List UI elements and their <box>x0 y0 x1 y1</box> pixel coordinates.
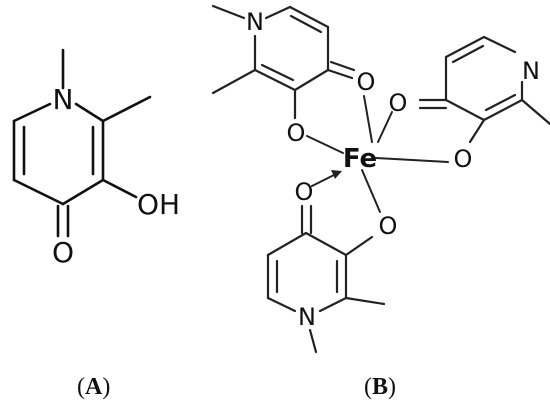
label-letter: A <box>85 374 103 400</box>
bond-c4-o <box>326 68 354 80</box>
panel-b-structure: N O O N O O <box>211 4 550 354</box>
bond-n-methyl <box>308 328 318 354</box>
atom-n1: N <box>53 83 74 116</box>
atom-o-phenolate: O <box>379 212 398 240</box>
atom-o-phenolate: O <box>454 145 473 173</box>
label-letter: B <box>372 374 389 400</box>
bond-c2-methyl <box>520 98 550 126</box>
ligand-right: N O O <box>389 35 550 173</box>
bond-c3-c4 <box>61 178 105 206</box>
coord-bond-o-phen-right <box>375 157 449 163</box>
bond-c3-c2-double <box>484 93 517 112</box>
bond-c3-c2-double <box>260 63 295 82</box>
coord-bond-o-keto-left <box>363 95 373 143</box>
panel-a-structure: N OH O <box>12 48 180 269</box>
bond-c2-methyl <box>211 68 257 95</box>
ligand-bottom: O O N <box>266 178 398 354</box>
atom-fe: Fe <box>343 144 377 174</box>
ligand-top-left: N O O <box>211 4 376 147</box>
coord-bond-o-phen-bottom <box>361 169 381 213</box>
atom-n: N <box>522 57 540 85</box>
bond-c6-c5-double <box>451 44 485 64</box>
panel-label-a: (A) <box>77 374 110 401</box>
bond-n-c2 <box>318 296 348 313</box>
label-open: ( <box>77 374 85 400</box>
atom-oh: OH <box>137 188 180 221</box>
atom-o-keto: O <box>52 236 74 269</box>
bond-n-c6 <box>264 5 292 20</box>
bond-c3-o <box>468 118 486 144</box>
label-open: ( <box>364 374 372 400</box>
bond-c6-n <box>266 296 297 313</box>
bond-c2-methyl <box>344 296 386 306</box>
iron-coordination: Fe <box>306 95 449 213</box>
bond-n-c6 <box>482 35 517 54</box>
bond-c3-oh <box>101 178 138 199</box>
bond-c4-c3 <box>293 68 330 92</box>
bond-c6-c5-double <box>289 14 323 34</box>
atom-n: N <box>246 8 264 36</box>
bond-n-c2 <box>74 102 105 123</box>
bond-c2-methyl <box>101 95 152 123</box>
coord-bond-o-keto-right <box>377 111 393 143</box>
bond-c4-c5 <box>12 178 65 206</box>
atom-o-keto: O <box>389 89 408 117</box>
label-close: ) <box>102 374 111 400</box>
bond-c3-c2 <box>482 98 524 122</box>
bond-c3-c4 <box>304 231 348 257</box>
coord-bond-o-phen-left <box>306 135 344 154</box>
atom-o-keto: O <box>357 68 376 96</box>
panel-label-b: (B) <box>364 374 396 401</box>
atom-o-phenolate: O <box>287 119 306 147</box>
atom-n: N <box>298 303 316 331</box>
atom-o-keto: O <box>295 178 314 206</box>
coord-arrowhead <box>331 170 342 179</box>
bond-c4-c3 <box>444 98 486 122</box>
bond-c3-o <box>344 235 374 257</box>
bond-c4-c5 <box>266 231 308 257</box>
bond-n-methyl <box>211 4 246 20</box>
bond-c4-o-double <box>329 60 356 72</box>
bond-c6-n <box>12 102 52 123</box>
bond-c3-c2 <box>253 68 297 92</box>
bond-c6-c5 <box>288 5 330 29</box>
bond-c6-c5 <box>444 35 486 59</box>
label-close: ) <box>388 374 397 400</box>
